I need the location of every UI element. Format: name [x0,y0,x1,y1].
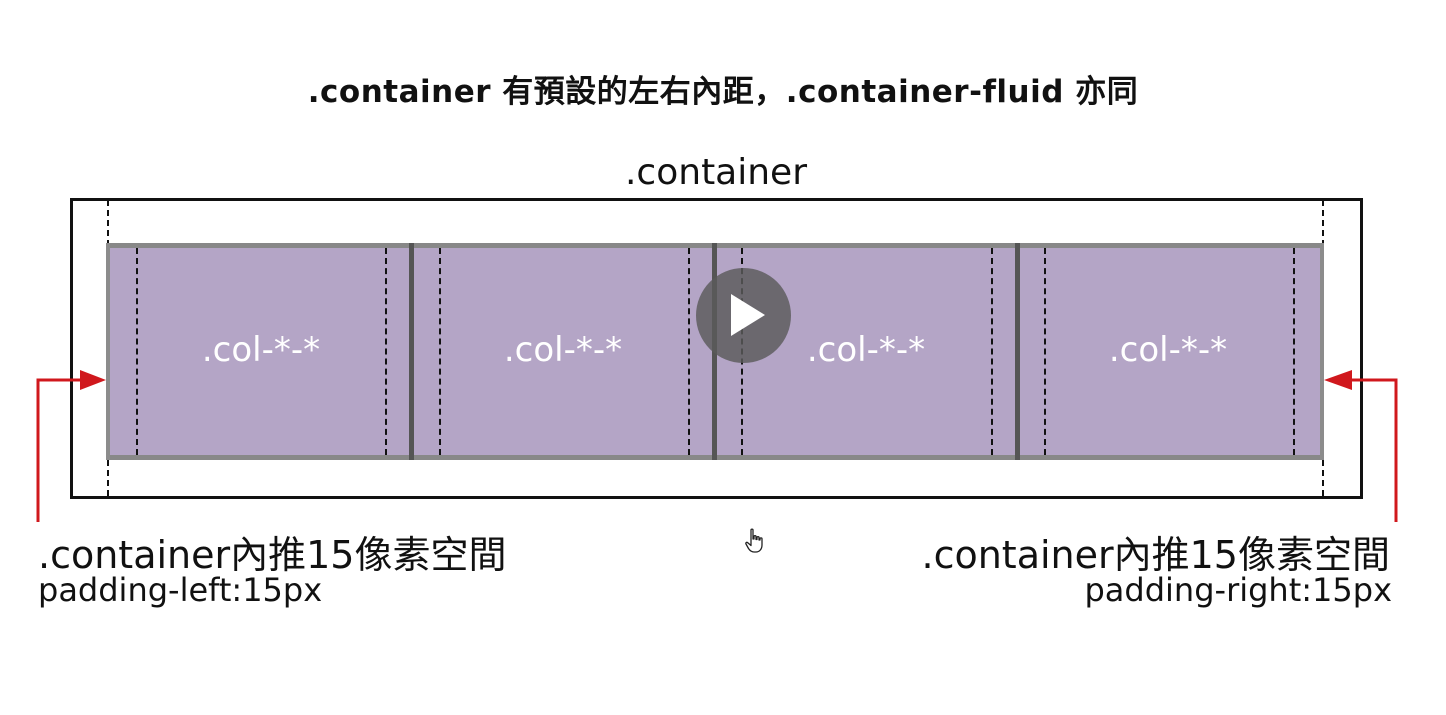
column-gutter-line [1044,248,1046,455]
right-padding-arrow [1324,370,1398,522]
column-gutter-line [1293,248,1295,455]
hand-cursor-icon [745,528,763,553]
right-note-property: padding-right:15px [1084,571,1392,609]
column-label: .col-*-* [201,330,321,370]
page-title: .container 有預設的左右內距，.container-fluid 亦同 [307,74,1139,110]
column-gutter-line [439,248,441,455]
play-button[interactable] [696,268,791,363]
column-gutter-line [385,248,387,455]
container-box [70,198,1363,499]
left-padding-arrow [36,370,106,522]
column-edge-left [106,243,110,460]
right-note-title: .container內推15像素空間 [921,533,1391,577]
column-gutter-line [136,248,138,455]
column-gutter-line [688,248,690,455]
column-edge-right [1320,243,1324,460]
column-gutter-line [991,248,993,455]
column-label: .col-*-* [1108,330,1228,370]
column-divider [409,243,414,460]
column-label: .col-*-* [503,330,623,370]
left-note-title: .container內推15像素空間 [38,533,507,577]
play-icon [731,294,765,336]
container-label: .container [624,152,808,193]
column-divider [1015,243,1020,460]
column-label: .col-*-* [806,330,926,370]
left-note-property: padding-left:15px [38,571,323,609]
